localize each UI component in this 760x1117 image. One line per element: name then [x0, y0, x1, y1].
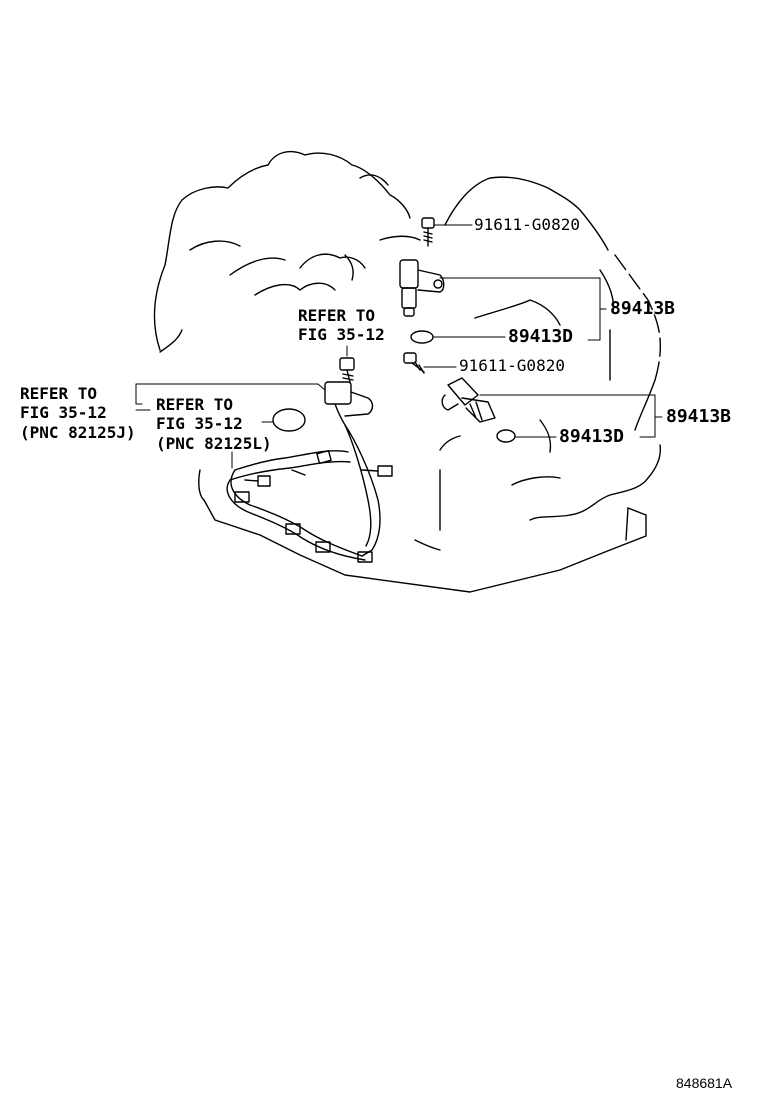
- callout-sensor-lower: 89413B: [666, 406, 732, 427]
- reference-middle-line-3: (PNC 82125L): [156, 434, 272, 453]
- callout-bolt-upper: 91611-G0820: [474, 215, 580, 234]
- reference-top-line-1: REFER TO: [298, 306, 376, 325]
- bolt-lower-illustration: [403, 352, 425, 374]
- wire-harness-illustration: [226, 449, 393, 563]
- o-ring-upper-illustration: [410, 330, 434, 344]
- reference-left-line-1: REFER TO: [20, 384, 98, 403]
- reference-left-line-2: FIG 35-12: [20, 403, 107, 422]
- callout-leaders: [135, 224, 663, 469]
- reference-top-line-2: FIG 35-12: [298, 325, 385, 344]
- speed-sensor-lower-illustration: [441, 377, 496, 423]
- callout-sensor-upper: 89413B: [610, 298, 676, 319]
- callout-bolt-lower: 91611-G0820: [459, 356, 565, 375]
- o-ring-lower-illustration: [496, 429, 516, 443]
- o-ring-reference-illustration: [272, 408, 306, 432]
- reference-middle-line-1: REFER TO: [156, 395, 234, 414]
- reference-sensor-illustration: [324, 357, 381, 557]
- speed-sensor-upper-illustration: [399, 259, 445, 317]
- bolt-upper-illustration: [421, 217, 435, 247]
- illustration-code: 848681A: [676, 1075, 733, 1091]
- callout-o-ring-upper: 89413D: [508, 326, 574, 347]
- reference-middle-line-2: FIG 35-12: [156, 414, 243, 433]
- reference-left-line-3: (PNC 82125J): [20, 423, 136, 442]
- transaxle-housing-outline: [153, 150, 662, 593]
- callout-o-ring-lower: 89413D: [559, 426, 625, 447]
